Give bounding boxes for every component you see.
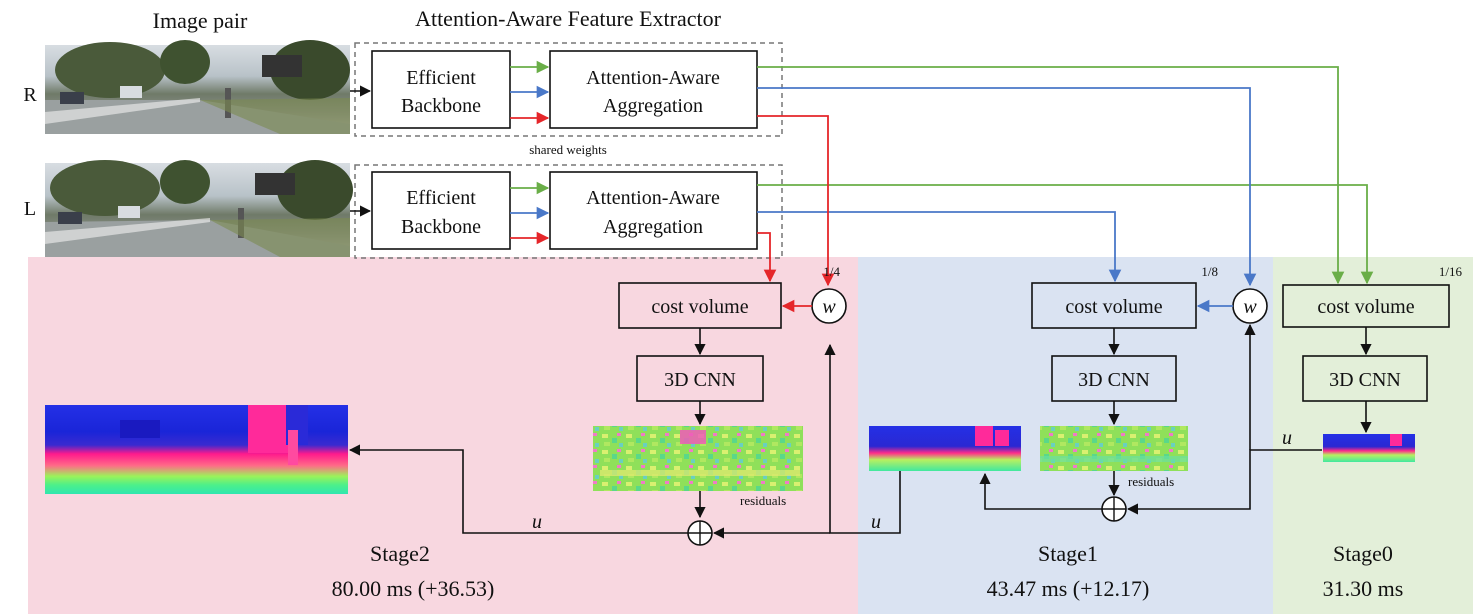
- left-aggregation-label-1: Attention-Aware: [586, 187, 720, 209]
- stage2-upsample-symbol: u: [532, 511, 542, 533]
- stage2-cost-volume-label: cost volume: [651, 296, 748, 318]
- right-backbone-block: [371, 50, 511, 129]
- stage1-timing: 43.47 ms (+12.17): [987, 576, 1150, 601]
- stage1-3d-cnn-label: 3D CNN: [1078, 369, 1150, 391]
- left-aggregation-block: [549, 171, 758, 250]
- right-backbone-label-1: Efficient: [406, 67, 476, 89]
- stage1-cost-volume-label: cost volume: [1065, 296, 1162, 318]
- stage2-residuals-label: residuals: [740, 493, 786, 508]
- stage0-to-stage1-upsample-symbol: u: [1282, 427, 1292, 449]
- stage0-name: Stage0: [1333, 541, 1393, 566]
- right-backbone-label-2: Backbone: [401, 95, 481, 117]
- left-image-label: L: [24, 198, 36, 220]
- left-street-image: [45, 160, 353, 257]
- left-backbone-label-2: Backbone: [401, 216, 481, 238]
- stage1-to-stage2-upsample-symbol: u: [871, 511, 881, 533]
- stage0-3d-cnn-label: 3D CNN: [1329, 369, 1401, 391]
- stage0-disparity-output: [1323, 434, 1415, 462]
- left-aggregation-label-2: Aggregation: [603, 216, 703, 238]
- stage2-cost-volume: [618, 282, 782, 329]
- left-backbone-block: [371, 171, 511, 250]
- stage0-scale: 1/16: [1439, 264, 1463, 279]
- right-street-image: [45, 40, 350, 134]
- right-image-label: R: [23, 84, 37, 106]
- stage1-residual-map: [1040, 426, 1188, 471]
- stage0-cost-volume: [1282, 284, 1450, 328]
- stage2-warp-symbol: w: [822, 296, 836, 318]
- right-extractor-group: [354, 42, 783, 137]
- stage0-cost-volume-label: cost volume: [1317, 296, 1414, 318]
- right-aggregation-label-2: Aggregation: [603, 95, 703, 117]
- stage2-3d-cnn: [636, 355, 764, 402]
- stage1-name: Stage1: [1038, 541, 1098, 566]
- stage2-disparity-output: [45, 405, 348, 494]
- left-backbone-label-1: Efficient: [406, 187, 476, 209]
- stage1-scale: 1/8: [1201, 264, 1218, 279]
- stage2-name: Stage2: [370, 541, 430, 566]
- feature-extractor-title: Attention-Aware Feature Extractor: [415, 6, 722, 31]
- stage1-residuals-label: residuals: [1128, 474, 1174, 489]
- shared-weights-label: shared weights: [529, 142, 607, 157]
- stage1-3d-cnn: [1051, 355, 1177, 402]
- stage0-3d-cnn: [1302, 355, 1428, 402]
- right-aggregation-block: [549, 50, 758, 129]
- stage2-timing: 80.00 ms (+36.53): [332, 576, 495, 601]
- stage2-scale: 1/4: [823, 264, 840, 279]
- stage1-disparity-output: [869, 426, 1021, 471]
- stage2-3d-cnn-label: 3D CNN: [664, 369, 736, 391]
- right-aggregation-label-1: Attention-Aware: [586, 67, 720, 89]
- stage0-timing: 31.30 ms: [1323, 576, 1404, 601]
- stage1-warp-symbol: w: [1243, 296, 1257, 318]
- image-pair-title: Image pair: [153, 8, 248, 33]
